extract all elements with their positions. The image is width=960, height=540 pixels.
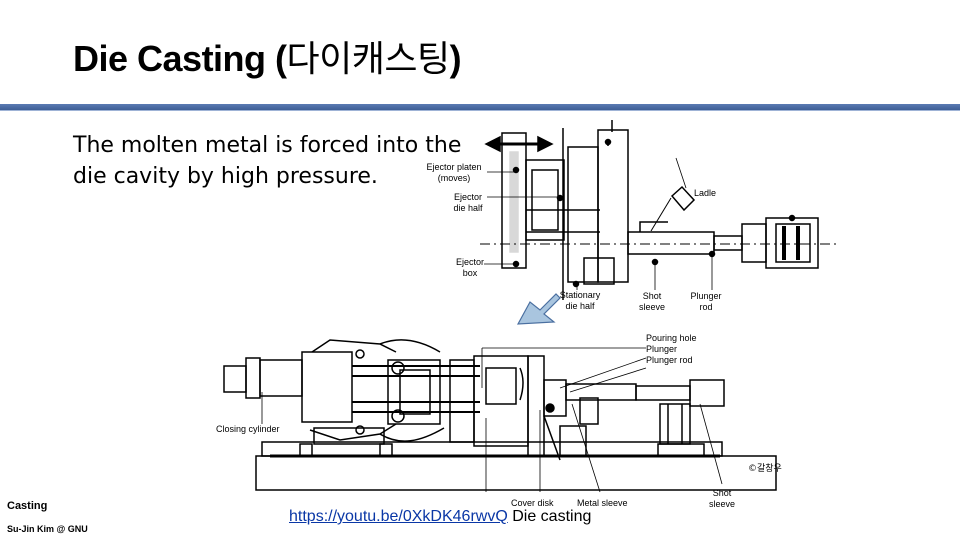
ejector-platen-label: Ejector platen (moves) xyxy=(424,162,484,184)
title-close: ) xyxy=(449,38,462,79)
shot-sleeve-bottom-line1: Shot xyxy=(712,488,732,498)
plunger-rod-label: Plunger rod xyxy=(646,355,693,365)
ejector-die-half-label: Ejector die half xyxy=(448,192,488,214)
plunger-rod-top-line1: Plunger xyxy=(690,291,722,301)
blue-arrow-icon xyxy=(516,293,561,325)
machine-drawing xyxy=(223,339,777,491)
ejector-box-label: Ejector box xyxy=(450,257,490,279)
shot-sleeve-top-line2: sleeve xyxy=(638,302,665,312)
body-text: The molten metal is forced into the die … xyxy=(73,130,493,192)
shot-sleeve-top-line1: Shot xyxy=(642,291,662,301)
ejector-platen-text: Ejector platen xyxy=(426,162,482,172)
shot-sleeve-label-bottom: Shot sleeve xyxy=(702,488,742,510)
pouring-hole-label: Pouring hole xyxy=(646,333,697,343)
plunger-label: Plunger xyxy=(646,344,678,354)
video-link[interactable]: https://youtu.be/0XkDK46rwvQ xyxy=(289,508,508,525)
machine-top-labels: Pouring hole Plunger Plunger rod xyxy=(646,333,697,366)
slide-title: Die Casting (다이캐스팅) xyxy=(73,30,462,82)
stationary-die-half-label: Stationary die half xyxy=(552,290,608,312)
video-link-suffix: Die casting xyxy=(507,508,592,525)
title-main: Die Casting ( xyxy=(73,38,287,79)
title-divider xyxy=(0,104,960,111)
footer-course: Casting xyxy=(7,500,48,512)
metal-sleeve-label: Metal sleeve xyxy=(577,498,628,508)
ejector-die-half-line1: Ejector xyxy=(453,192,482,202)
plunger-rod-label-top: Plunger rod xyxy=(686,291,726,313)
stationary-line1: Stationary xyxy=(559,290,601,300)
body-line-1: The molten metal is forced into the xyxy=(73,133,462,158)
plunger-rod-top-line2: rod xyxy=(699,302,713,312)
shot-sleeve-label-top: Shot sleeve xyxy=(632,291,672,313)
ejector-platen-moves: (moves) xyxy=(437,173,471,183)
ejector-box-line1: Ejector xyxy=(455,257,484,267)
closing-cylinder-label: Closing cylinder xyxy=(216,424,280,434)
shot-sleeve-bottom-line2: sleeve xyxy=(708,499,735,509)
ejector-die-half-line2: die half xyxy=(453,203,483,213)
footer-author: Su-Jin Kim @ GNU xyxy=(7,524,88,534)
body-line-2: die cavity by high pressure. xyxy=(73,164,378,189)
cover-disk-label: Cover disk xyxy=(511,498,554,508)
ejector-box-line2: box xyxy=(462,268,478,278)
copyright-label: ©갈창우 xyxy=(748,464,782,474)
video-link-line: https://youtu.be/0XkDK46rwvQ Die casting xyxy=(289,508,591,526)
stationary-line2: die half xyxy=(565,301,595,311)
title-korean: 다이캐스팅 xyxy=(286,39,451,80)
ladle-label: Ladle xyxy=(694,188,717,198)
